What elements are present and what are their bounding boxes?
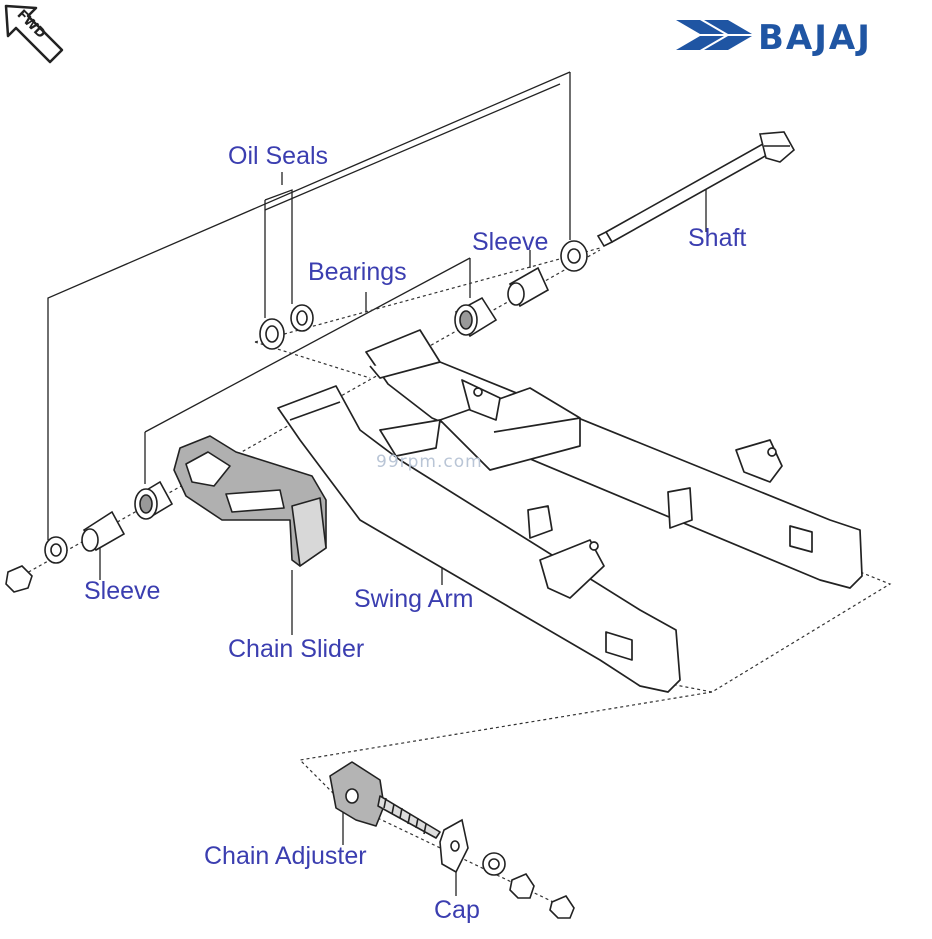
bearing-bottom-part: [134, 480, 174, 520]
label-shaft: Shaft: [688, 224, 747, 252]
oil-seals-left: [259, 304, 314, 350]
washer-part: [482, 852, 506, 876]
label-chain-slider: Chain Slider: [228, 635, 365, 663]
label-bearings: Bearings: [308, 258, 407, 286]
nut-left-part: [5, 565, 33, 593]
sleeve-top-part: [507, 266, 550, 308]
label-sleeve-top: Sleeve: [472, 228, 549, 256]
label-cap: Cap: [434, 896, 480, 924]
label-sleeve-bottom: Sleeve: [84, 577, 161, 605]
chain-slider-part: [173, 435, 327, 567]
watermark-text: 99rpm.com: [376, 452, 483, 472]
label-oil-seals: Oil Seals: [228, 142, 329, 170]
oil-seal-right: [560, 240, 588, 272]
sleeve-bottom-part: [81, 510, 126, 552]
bearing-top-part: [454, 296, 498, 338]
label-chain-adjuster: Chain Adjuster: [204, 842, 367, 870]
cap-part: [439, 818, 469, 874]
leader-lines: [47, 71, 707, 896]
shaft-part: [596, 131, 796, 248]
brand-logo-text: BAJAJ: [758, 18, 872, 58]
bajaj-logo-icon: [676, 20, 752, 50]
label-swing-arm: Swing Arm: [354, 585, 474, 613]
oil-seal-bottom-part: [44, 536, 68, 564]
nuts-bottom-part: [509, 873, 575, 919]
chain-adjuster-part: [329, 761, 441, 839]
swing-arm-part: [277, 329, 863, 693]
fwd-arrow-icon: [4, 4, 64, 64]
